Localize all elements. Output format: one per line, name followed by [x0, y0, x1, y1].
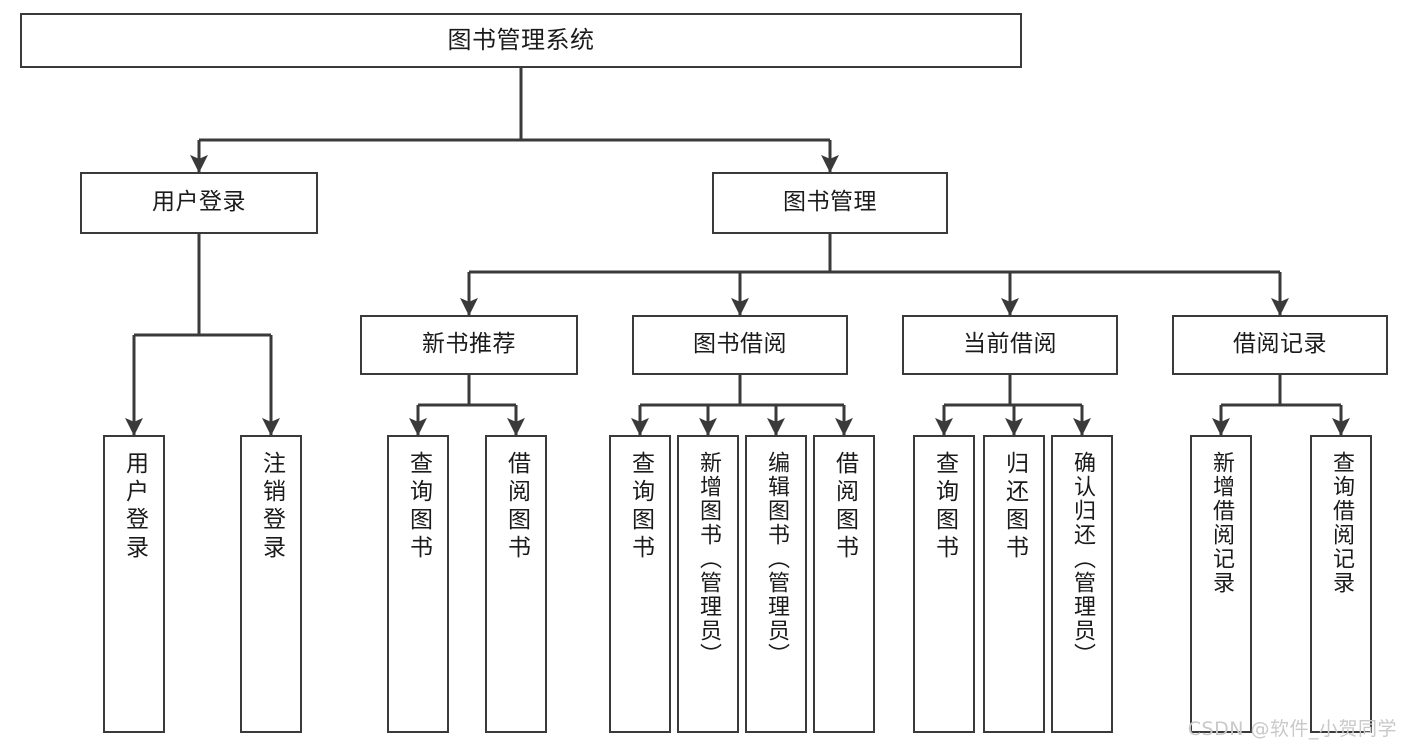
node-label: 图书管理	[783, 189, 877, 216]
node-label: 借阅记录	[1233, 331, 1327, 358]
node-borrow: 图书借阅	[632, 315, 848, 375]
node-label: 查询图书	[931, 451, 958, 563]
node-l-qrec: 查询借阅记录	[1310, 435, 1372, 733]
node-l-edit: 编辑图书（管理员）	[745, 435, 807, 733]
node-l-ret: 归还图书	[983, 435, 1045, 733]
node-label: 查询图书	[627, 451, 654, 563]
node-l-login: 用户登录	[103, 435, 165, 733]
node-l-conf: 确认归还（管理员）	[1051, 435, 1113, 733]
node-label: 用户登录	[152, 189, 246, 216]
node-l-addrec: 新增借阅记录	[1190, 435, 1252, 733]
node-label: 借阅图书	[831, 451, 858, 563]
node-label: 借阅图书	[503, 451, 530, 563]
node-l-q3: 查询图书	[913, 435, 975, 733]
node-label: 图书借阅	[693, 331, 787, 358]
node-label: 新增图书（管理员）	[696, 451, 721, 667]
node-label: 当前借阅	[963, 331, 1057, 358]
node-l-b2: 借阅图书	[813, 435, 875, 733]
node-label: 用户登录	[121, 451, 148, 563]
node-bookmgmt: 图书管理	[712, 172, 948, 234]
node-label: 归还图书	[1001, 451, 1028, 563]
node-root: 图书管理系统	[20, 13, 1022, 68]
node-label: 新书推荐	[422, 331, 516, 358]
node-label: 确认归还（管理员）	[1070, 451, 1095, 667]
node-label: 编辑图书（管理员）	[764, 451, 789, 667]
node-label: 查询图书	[405, 451, 432, 563]
node-label: 新增借阅记录	[1209, 451, 1234, 595]
node-label: 图书管理系统	[447, 26, 595, 55]
node-l-logout: 注销登录	[240, 435, 302, 733]
node-records: 借阅记录	[1172, 315, 1388, 375]
node-l-b1: 借阅图书	[485, 435, 547, 733]
node-l-q1: 查询图书	[387, 435, 449, 733]
node-newbook: 新书推荐	[360, 315, 578, 375]
node-l-q2: 查询图书	[609, 435, 671, 733]
node-label: 注销登录	[258, 451, 285, 563]
node-l-add: 新增图书（管理员）	[677, 435, 739, 733]
node-login: 用户登录	[80, 172, 318, 234]
node-current: 当前借阅	[902, 315, 1118, 375]
node-label: 查询借阅记录	[1329, 451, 1354, 595]
